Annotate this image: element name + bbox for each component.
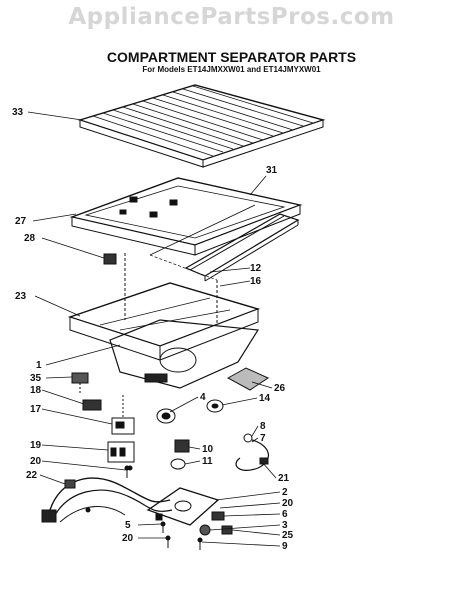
callout-label-3: 3 [282, 520, 288, 531]
separator-frame-part-27 [69, 177, 303, 256]
separator-housing-part-23 [67, 253, 261, 389]
callout-label-28: 28 [24, 233, 36, 244]
callout-label-31: 31 [266, 165, 278, 176]
callout-label-16: 16 [250, 276, 262, 287]
callout-label-5: 5 [125, 520, 131, 531]
callout-label-25: 25 [282, 530, 294, 541]
leader-lines [27, 111, 281, 547]
screw-part-5 [160, 521, 166, 533]
callout-label-18: 18 [30, 385, 42, 396]
callout-label-22: 22 [26, 470, 38, 481]
part-19 [107, 441, 135, 471]
callout-label-6: 6 [282, 509, 288, 520]
callout-label-17: 17 [30, 404, 42, 415]
screw-part-20-left [124, 465, 130, 478]
callout-label-26: 26 [274, 383, 286, 394]
callout-label-23: 23 [15, 291, 27, 302]
bracket-part-35 [71, 372, 89, 395]
callout-label-4: 4 [200, 392, 206, 403]
callout-label-19: 19 [30, 440, 42, 451]
callout-label-11: 11 [202, 456, 213, 467]
callout-label-20: 20 [122, 533, 134, 544]
screw-part-9 [197, 537, 203, 550]
callout-label-20: 20 [282, 498, 294, 509]
diagram-subtitle: For Models ET14JMXXW01 and ET14JMYXW01 [142, 65, 321, 74]
callout-label-10: 10 [202, 444, 214, 455]
callout-label-9: 9 [282, 541, 288, 552]
callout-label-12: 12 [250, 263, 262, 274]
callout-label-2: 2 [282, 487, 288, 498]
callout-label-20: 20 [30, 456, 42, 467]
washer-part-11 [170, 458, 186, 470]
callout-label-21: 21 [278, 473, 290, 484]
part-17 [111, 395, 135, 435]
base-plate-part-2 [146, 487, 220, 526]
diagram-title: COMPARTMENT SEPARATOR PARTS [106, 49, 357, 65]
callout-label-14: 14 [259, 393, 271, 404]
callout-label-8: 8 [260, 421, 266, 432]
callout-label-27: 27 [15, 216, 27, 227]
grommet-part-14 [206, 399, 224, 413]
part-3 [199, 524, 211, 536]
grommet-part-4 [156, 408, 176, 424]
callout-label-35: 35 [30, 373, 42, 384]
site-watermark: AppliancePartsPros.com [68, 4, 395, 30]
part-6 [211, 511, 225, 521]
part-25 [221, 525, 233, 535]
heater-cord-part-21 [235, 433, 269, 471]
callout-label-33: 33 [12, 107, 24, 118]
part-18 [82, 399, 102, 411]
shelf-cover-part-33 [77, 84, 326, 168]
wire-harness-part-22 [41, 477, 173, 523]
screw-part-20 [165, 535, 171, 548]
block-part-28 [103, 253, 117, 265]
part-10 [174, 439, 190, 453]
callout-label-7: 7 [260, 433, 266, 444]
pad-part-26 [226, 367, 270, 391]
callout-label-1: 1 [36, 360, 42, 371]
